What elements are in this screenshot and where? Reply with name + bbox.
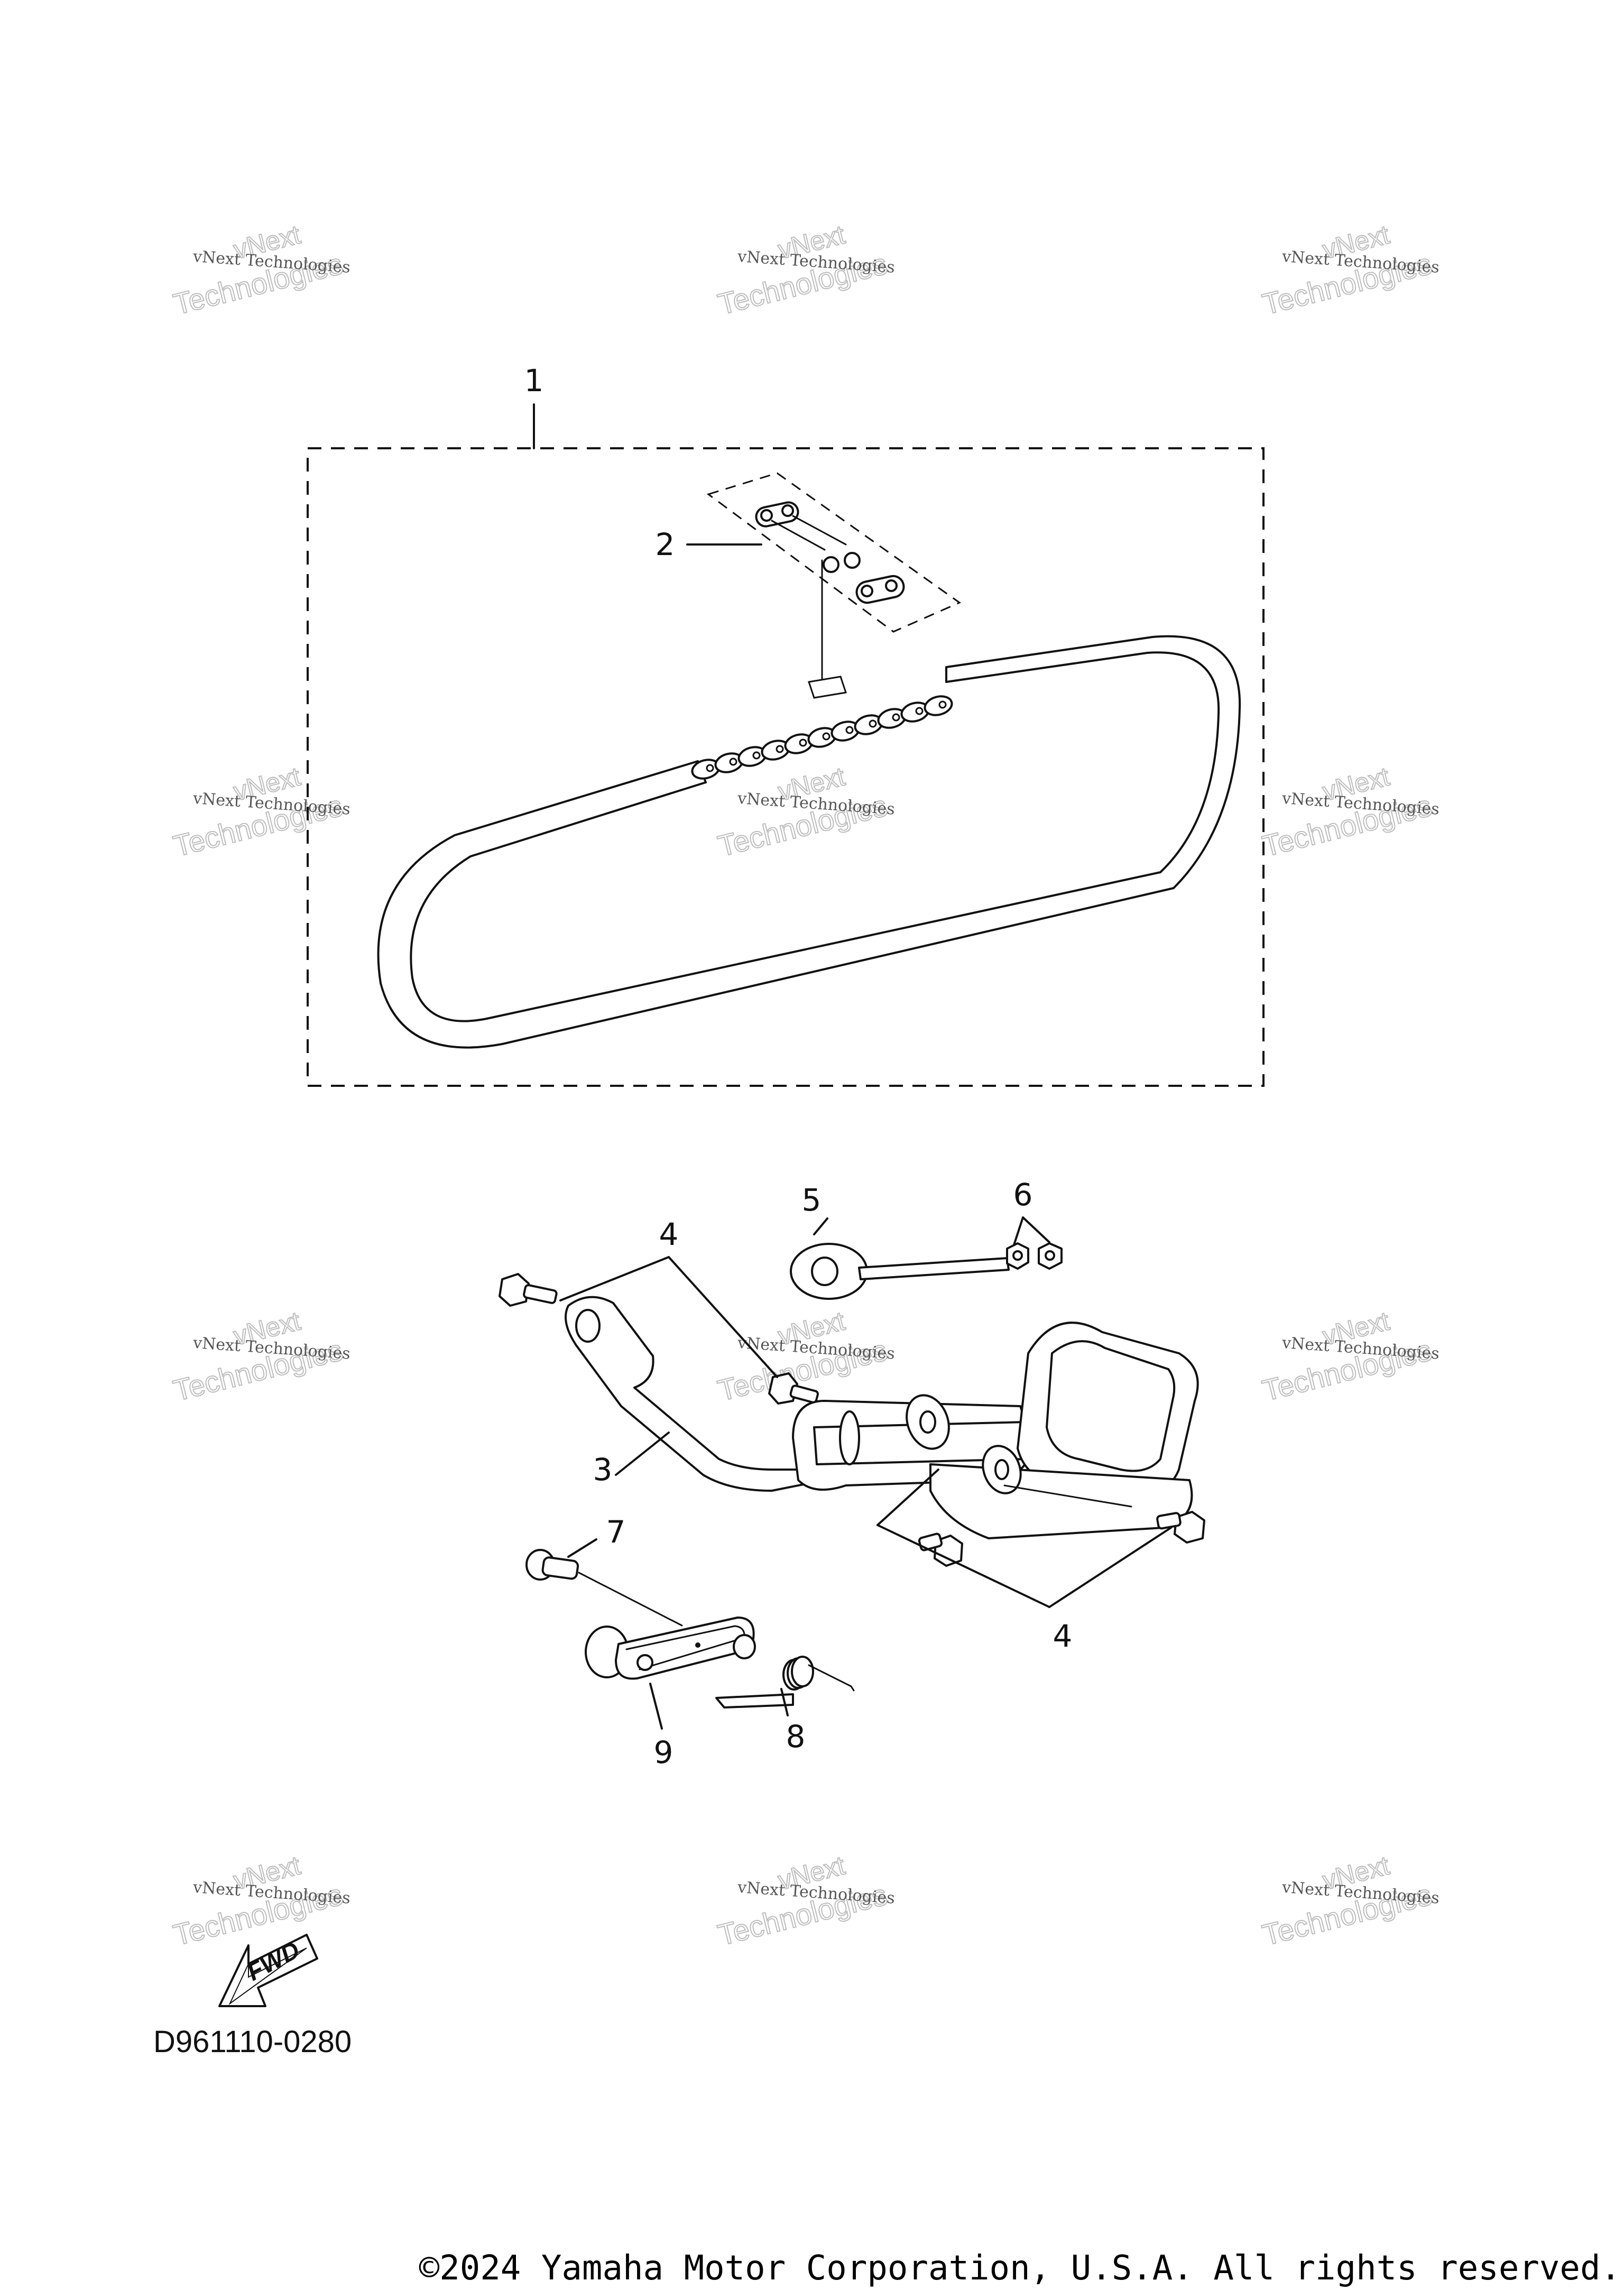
callout-5: 5 xyxy=(802,1182,822,1218)
callout-4-lower: 4 xyxy=(1053,1618,1073,1654)
chain-pin xyxy=(845,726,854,734)
callout-3: 3 xyxy=(593,1452,613,1488)
callout-leader-9 xyxy=(649,1683,663,1730)
master-link-kit xyxy=(686,472,962,699)
callout-9: 9 xyxy=(654,1734,673,1770)
callout-2: 2 xyxy=(656,527,675,562)
callout-6: 6 xyxy=(1013,1177,1033,1213)
callout-leader-5 xyxy=(813,1217,828,1235)
chain-links xyxy=(691,695,953,780)
chain-pin xyxy=(822,732,831,741)
callout-7: 7 xyxy=(606,1514,626,1550)
chain-pin xyxy=(799,738,807,747)
chain-guard-bar xyxy=(565,1296,1199,1539)
bolt-upper-mid xyxy=(768,1372,819,1405)
kit-dashed-frame xyxy=(307,447,1265,1087)
chain-pin xyxy=(915,707,924,715)
copyright-notice: ©2024 Yamaha Motor Corporation, U.S.A. A… xyxy=(419,2249,1621,2288)
callout-leader-3 xyxy=(615,1432,670,1476)
return-spring xyxy=(715,1656,855,1716)
fwd-arrow: FWD xyxy=(218,1934,318,2007)
callout-4-upper: 4 xyxy=(659,1216,679,1252)
chain-pin xyxy=(776,745,784,753)
chain-pin xyxy=(752,751,761,760)
chain-pin xyxy=(706,764,714,772)
pivot-bolt xyxy=(525,1538,683,1627)
callout-8: 8 xyxy=(786,1719,806,1755)
drawing-code: D961110-0280 xyxy=(153,2025,352,2059)
chain-pin xyxy=(869,719,877,728)
bolt-lower-right xyxy=(1156,1511,1205,1544)
chain-pin xyxy=(729,758,737,766)
bolt-upper-left xyxy=(499,1273,558,1307)
bolt-lower-left xyxy=(918,1532,963,1567)
chain-link xyxy=(924,695,953,716)
callout-leader-7 xyxy=(567,1538,597,1558)
chain-pin xyxy=(892,713,900,722)
callout-leaders-4 xyxy=(559,1256,1172,1608)
callout-leader-8 xyxy=(780,1688,789,1716)
adjuster-bolt xyxy=(790,1217,1010,1300)
callout-1: 1 xyxy=(524,363,544,399)
drive-chain xyxy=(377,635,1241,1049)
bracket-plate xyxy=(585,1617,756,1730)
chain-pin xyxy=(938,700,947,709)
nuts xyxy=(1006,1216,1063,1270)
